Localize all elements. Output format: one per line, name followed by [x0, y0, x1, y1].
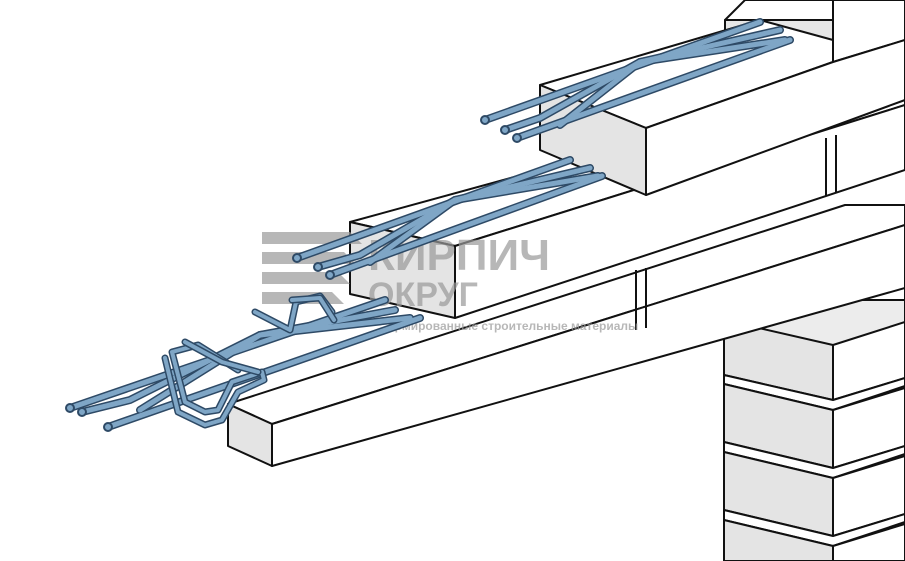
rebar-diagonal [557, 37, 788, 128]
wire-tie-small [251, 292, 338, 334]
rebar-diagonal [502, 27, 783, 133]
rebar-diagonal [367, 173, 601, 265]
rebar-truss-upper [481, 18, 794, 142]
rebar-truss-middle [293, 156, 606, 279]
wire-tie-large [161, 338, 268, 429]
rebar-end-caps [65, 115, 522, 432]
brick-column [723, 277, 905, 561]
wall-course-bottom [227, 204, 905, 467]
top-brick-top [724, 0, 834, 21]
rebar-diagonal [79, 307, 398, 415]
wire-tie-loop [163, 343, 266, 427]
wall-course-bottom-end [227, 403, 273, 467]
watermark-tagline: армированные строительные материалы [388, 319, 638, 333]
column-brick-course [723, 509, 905, 561]
rebar-diagonal [315, 165, 593, 270]
column-brick-course [723, 374, 905, 469]
rebar-rod [294, 157, 573, 261]
